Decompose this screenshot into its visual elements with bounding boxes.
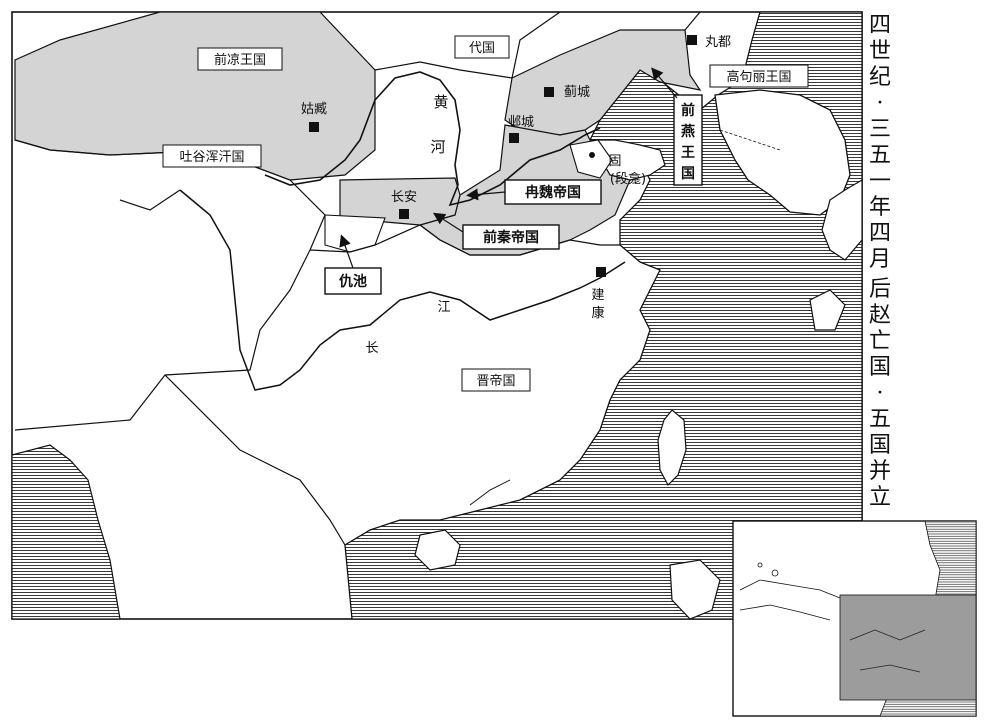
boxed-label-qianqin: 前秦帝国 bbox=[483, 229, 539, 246]
river-label-chang: 长 bbox=[365, 341, 378, 356]
boxed-label-qianyan-2: 燕 bbox=[681, 123, 695, 140]
korea-internal-boundary bbox=[719, 129, 781, 151]
region-duan bbox=[569, 139, 613, 179]
luzon bbox=[669, 559, 721, 620]
river-label-huang-1: 黄 bbox=[433, 93, 448, 111]
label-box-goguryeo bbox=[709, 64, 809, 88]
title-col2-char: 五 bbox=[869, 407, 891, 432]
east-sea bbox=[344, 11, 863, 620]
title-col2-char: · bbox=[877, 381, 884, 406]
river-label-jiang: 江 bbox=[437, 300, 450, 315]
title-col1-char: · bbox=[877, 91, 884, 116]
river-west-branch bbox=[119, 189, 181, 211]
title-col1-char: 四 bbox=[869, 13, 891, 38]
title-col2-char: 亡 bbox=[869, 329, 891, 354]
boxed-label-ranwei: 冉魏帝国 bbox=[525, 184, 581, 201]
city-marker-icon bbox=[596, 267, 606, 277]
city-label-wandu: 丸都 bbox=[705, 35, 731, 50]
taiwan bbox=[657, 409, 687, 486]
boxed-label-chouchi: 仇池 bbox=[339, 273, 367, 290]
title-col2-char: 后 bbox=[869, 277, 891, 302]
label-box-ranwei bbox=[504, 179, 602, 205]
region-label-dai: 代国 bbox=[469, 41, 495, 56]
title-col1-char: 纪 bbox=[869, 65, 891, 90]
river-changjiang bbox=[179, 189, 626, 391]
city-marker-icon bbox=[509, 133, 519, 143]
city-marker-icon bbox=[544, 87, 554, 97]
region-label-goguryeo: 高句丽王国 bbox=[726, 69, 791, 85]
west-sea bbox=[11, 444, 121, 620]
city-label-changan: 长安 bbox=[391, 190, 417, 205]
river-label-huang-2: 河 bbox=[430, 138, 445, 156]
title-col2-char: 并 bbox=[869, 459, 891, 484]
duan-marker-icon bbox=[589, 152, 595, 158]
label-box-tuyuhun bbox=[162, 144, 262, 168]
arrow-icon bbox=[651, 67, 678, 99]
label-duan-name: (段龛) bbox=[610, 172, 646, 187]
arrow-icon bbox=[466, 188, 506, 201]
title-col2-char: 赵 bbox=[869, 303, 891, 328]
label-box-qianqin bbox=[462, 224, 560, 250]
title-col1-char: 一 bbox=[869, 169, 891, 194]
region-dai-boundary bbox=[374, 11, 561, 79]
pearl-river bbox=[469, 479, 511, 506]
title-col1-char: 五 bbox=[869, 143, 891, 168]
title-col1-char: 三 bbox=[869, 117, 891, 142]
label-box-jin bbox=[461, 368, 531, 392]
jin-north-border bbox=[309, 224, 620, 256]
kyushu bbox=[809, 289, 846, 331]
label-box-dai bbox=[454, 35, 510, 59]
hainan bbox=[414, 529, 461, 571]
label-box-qianyan bbox=[673, 94, 703, 186]
title-col2-char: 国 bbox=[869, 355, 891, 380]
boxed-label-qianyan-4: 国 bbox=[681, 166, 695, 182]
label-duan-gu: 固 bbox=[608, 154, 621, 169]
title-col1-char: 世 bbox=[869, 39, 891, 64]
map-content bbox=[11, 11, 863, 620]
boxed-label-qianyan-1: 前 bbox=[681, 102, 695, 119]
region-label-qianliang: 前凉王国 bbox=[214, 52, 266, 68]
inset-island bbox=[757, 562, 763, 568]
title-col1-char: 四 bbox=[869, 221, 891, 246]
region-label-tuyuhun: 吐谷浑汗国 bbox=[179, 150, 244, 165]
title-col1-char: 月 bbox=[869, 247, 891, 272]
arrow-icon bbox=[432, 212, 464, 233]
region-jin-boundary bbox=[164, 374, 346, 546]
city-label-guzang: 姑臧 bbox=[301, 101, 327, 117]
title-col2-char: 国 bbox=[869, 433, 891, 458]
label-box-qianliang bbox=[197, 47, 283, 71]
region-goguryeo-boundary bbox=[684, 11, 701, 31]
city-label-jiankang-1: 建 bbox=[591, 288, 604, 303]
city-label-jiankang-2: 康 bbox=[591, 305, 604, 321]
label-box-chouchi bbox=[324, 267, 382, 295]
city-marker-icon bbox=[309, 122, 319, 132]
japan-islands bbox=[821, 178, 863, 261]
region-qianyan bbox=[504, 29, 702, 136]
inset-island bbox=[771, 569, 779, 577]
title-col2-char: 立 bbox=[869, 485, 891, 510]
arrow-icon bbox=[339, 234, 354, 269]
map-title: 四 世 纪 · 三 五 一 年 四 月 后 赵 亡 国 · 五 国 并 立 bbox=[869, 13, 891, 510]
city-marker-icon bbox=[399, 209, 409, 219]
boxed-label-qianyan-3: 王 bbox=[681, 145, 695, 161]
inset-coast bbox=[739, 579, 841, 621]
river-huanghe bbox=[264, 71, 601, 207]
inset-locator-map bbox=[732, 520, 977, 717]
city-label-yecheng: 邺城 bbox=[508, 115, 534, 130]
city-marker-icon bbox=[687, 35, 697, 45]
title-col1-char: 年 bbox=[869, 195, 891, 220]
region-label-jin: 晋帝国 bbox=[476, 373, 515, 389]
inset-highlight bbox=[839, 594, 977, 701]
city-label-jicheng: 蓟城 bbox=[564, 85, 590, 100]
inset-inner-lines bbox=[849, 629, 926, 673]
region-tuyuhun-boundary bbox=[14, 139, 326, 431]
